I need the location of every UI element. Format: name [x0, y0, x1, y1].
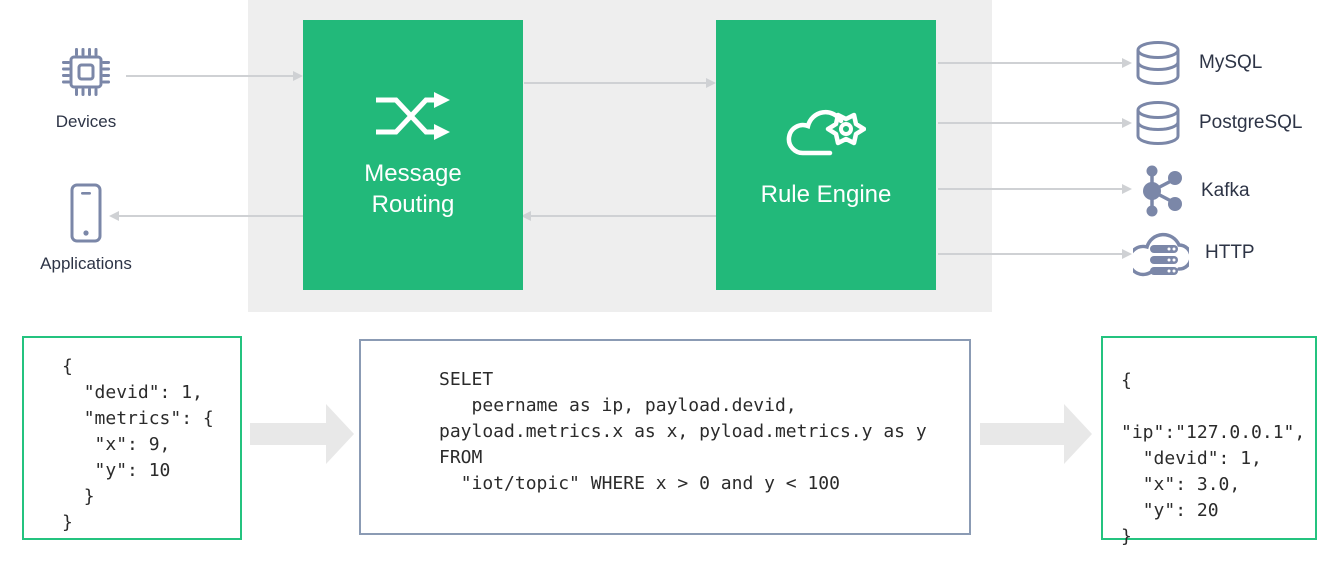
output-payload-text: { "ip":"127.0.0.1", "devid": 1, "x": 3.0…: [1121, 370, 1306, 547]
microchip-icon: [56, 42, 116, 102]
input-payload-text: { "devid": 1, "metrics": { "x": 9, "y": …: [62, 356, 214, 533]
arrow-shaft: [250, 423, 328, 445]
connector-rule-engine-to-http: [938, 249, 1132, 259]
database-cylinder-icon: [1133, 40, 1183, 86]
source-label-applications: Applications: [40, 254, 132, 273]
sink-node-kafka: Kafka: [1133, 164, 1250, 218]
input-payload-panel: { "devid": 1, "metrics": { "x": 9, "y": …: [22, 336, 242, 540]
sink-node-http: HTTP: [1133, 228, 1255, 278]
connector-routing-to-rule-engine: [524, 78, 716, 88]
sink-label-mysql: MySQL: [1199, 52, 1263, 73]
flow-arrow-input-to-sql: [250, 404, 354, 464]
node-graph-icon: [1133, 164, 1185, 218]
flow-arrow-sql-to-output: [980, 404, 1092, 464]
sink-label-postgresql: PostgreSQL: [1199, 112, 1303, 133]
service-label-rule-engine: Rule Engine: [760, 180, 892, 208]
source-node-devices: Devices: [20, 42, 152, 132]
source-node-applications: Applications: [20, 182, 152, 274]
mobile-phone-icon: [64, 182, 108, 244]
source-label-devices: Devices: [55, 112, 117, 131]
rule-sql-panel: SELET peername as ip, payload.devid, pay…: [359, 339, 971, 535]
service-box-rule-engine[interactable]: Rule Engine: [716, 20, 936, 290]
arrow-head: [1064, 404, 1092, 464]
sink-label-http: HTTP: [1205, 242, 1255, 263]
service-label-message-routing: Message Routing: [364, 160, 462, 218]
sink-label-kafka: Kafka: [1201, 180, 1250, 201]
connector-rule-engine-to-postgresql: [938, 118, 1132, 128]
output-payload-panel: { "ip":"127.0.0.1", "devid": 1, "x": 3.0…: [1101, 336, 1317, 547]
database-cylinder-icon: [1133, 100, 1183, 146]
sink-node-mysql: MySQL: [1133, 40, 1262, 86]
shuffle-arrows-icon: [374, 90, 452, 142]
arrow-head: [326, 404, 354, 464]
cloud-server-icon: [1133, 228, 1189, 278]
connector-rule-engine-to-kafka: [938, 184, 1132, 194]
arrow-shaft: [980, 423, 1066, 445]
cloud-gear-icon: [786, 101, 866, 163]
connector-rule-engine-to-mysql: [938, 58, 1132, 68]
rule-sql-text: SELET peername as ip, payload.devid, pay…: [439, 369, 927, 494]
sink-node-postgresql: PostgreSQL: [1133, 100, 1303, 146]
connector-devices-to-routing: [126, 71, 303, 81]
service-box-message-routing[interactable]: Message Routing: [303, 20, 523, 290]
